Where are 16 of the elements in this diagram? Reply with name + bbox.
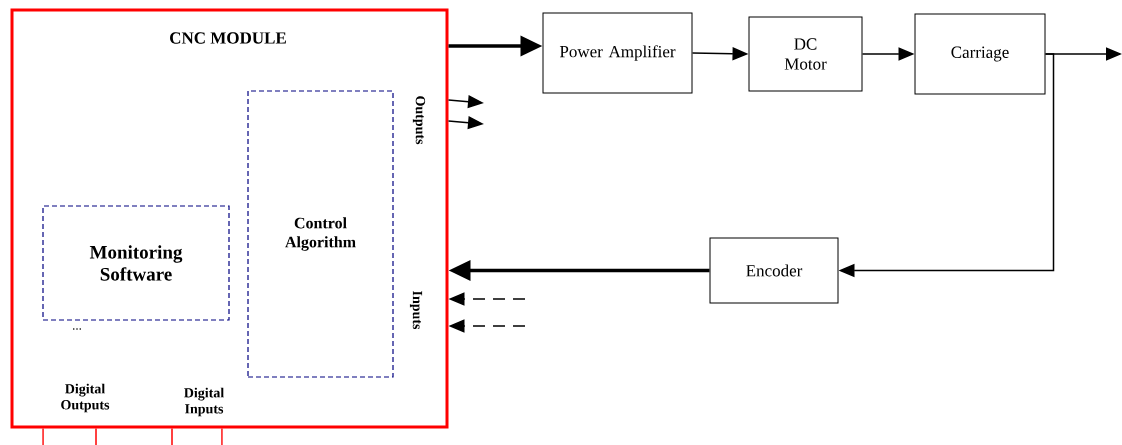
connector-line <box>42 427 44 445</box>
port-label: Digital Outputs <box>61 383 110 413</box>
module-box <box>10 8 449 429</box>
software-box: Control Algorithm <box>247 90 394 378</box>
process-box: DC Motor <box>748 16 863 92</box>
process-box: Power Amplifier <box>542 12 693 94</box>
module-title: CNC MODULE <box>170 32 286 44</box>
side-label: Inputs <box>409 291 423 330</box>
process-box: Carriage <box>914 13 1046 95</box>
port-label: Digital Inputs <box>184 387 224 417</box>
process-box: Encoder <box>709 237 839 304</box>
software-box: Monitoring Software <box>42 205 230 321</box>
side-label: Outputs <box>412 96 426 145</box>
connector-line <box>221 427 223 445</box>
connector-line <box>171 427 173 445</box>
connector-line <box>95 427 97 445</box>
